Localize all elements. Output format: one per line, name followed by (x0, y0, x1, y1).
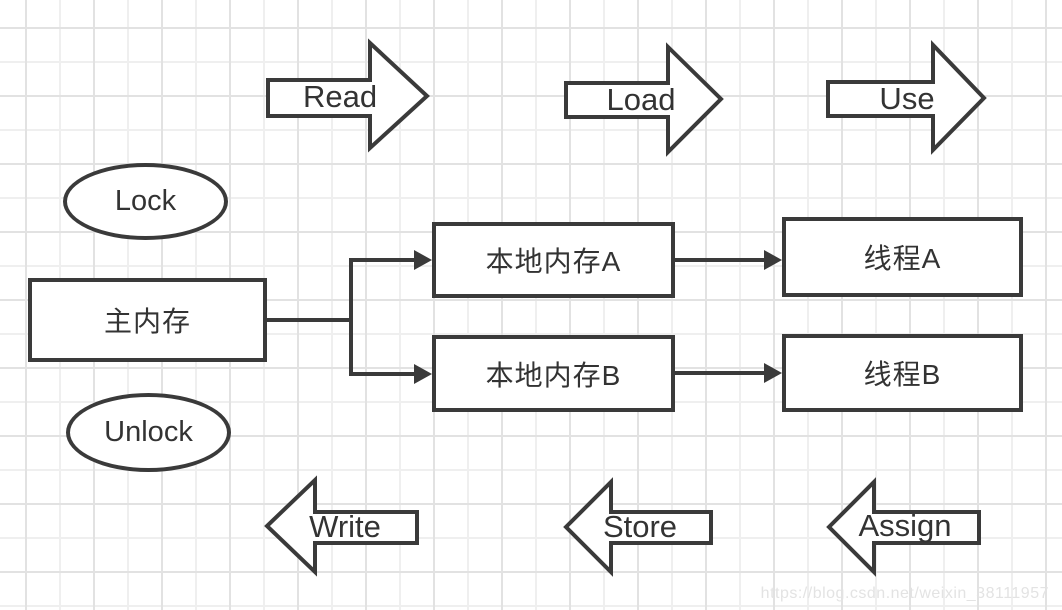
thread-b-label: 线程B (863, 359, 942, 390)
thread-a-box: 线程A (782, 217, 1023, 297)
read-arrow-label: Read (302, 79, 378, 114)
main-memory-box: 主内存 (28, 278, 267, 362)
assign-arrow-label: Assign (858, 508, 952, 543)
local-memory-b-box: 本地内存B (432, 335, 675, 412)
local-memory-a-box: 本地内存A (432, 222, 675, 298)
thread-b-box: 线程B (782, 334, 1023, 412)
use-arrow-label: Use (879, 81, 935, 116)
store-arrow-label: Store (602, 509, 678, 544)
arrowhead-to-local-memory-a (414, 250, 432, 270)
arrowhead-to-thread-b (764, 363, 782, 383)
lock-ellipse: Lock (63, 163, 228, 240)
arrowhead-to-local-memory-b (414, 364, 432, 384)
unlock-ellipse-label: Unlock (104, 416, 193, 448)
lock-ellipse-label: Lock (114, 185, 177, 217)
write-arrow-label: Write (309, 509, 381, 544)
thread-a-label: 线程A (863, 243, 942, 274)
arrowhead-to-thread-a (764, 250, 782, 270)
load-arrow-label: Load (606, 82, 676, 117)
watermark-text: https://blog.csdn.net/weixin_38111957 (760, 585, 1049, 602)
local-memory-a-label: 本地内存A (485, 246, 622, 277)
local-memory-b-label: 本地内存B (485, 359, 622, 391)
main-memory-label: 主内存 (103, 306, 191, 337)
unlock-ellipse: Unlock (66, 393, 231, 472)
